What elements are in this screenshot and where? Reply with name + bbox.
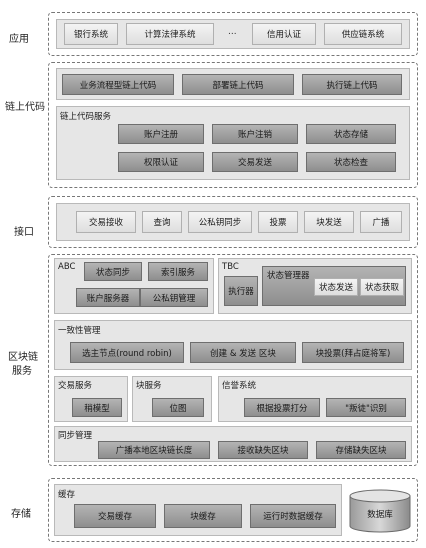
abc-index-service: 索引服务 bbox=[148, 262, 208, 281]
tbc-executor: 执行器 bbox=[224, 276, 258, 306]
interface-key-sync: 公私钥同步 bbox=[188, 211, 252, 233]
service-transaction-send: 交易发送 bbox=[212, 152, 298, 172]
sync-receive-missing: 接收缺失区块 bbox=[218, 441, 308, 459]
app-supply-chain: 供应链系统 bbox=[324, 23, 402, 45]
app-credit-auth: 信用认证 bbox=[252, 23, 316, 45]
blockchain-layer bbox=[48, 254, 418, 466]
database-cylinder: 数据库 bbox=[347, 488, 413, 534]
database-label: 数据库 bbox=[367, 510, 393, 520]
tbc-state-send: 状态发送 bbox=[314, 278, 358, 296]
app-legal-system: 计算法律系统 bbox=[126, 23, 214, 45]
service-state-storage: 状态存储 bbox=[306, 124, 396, 144]
abc-title: ABC bbox=[58, 262, 76, 272]
block-bitmap: 位图 bbox=[152, 398, 204, 417]
abc-account-server: 账户服务器 bbox=[76, 288, 140, 307]
chaincode-execute: 执行链上代码 bbox=[302, 74, 402, 95]
block-service-title: 块服务 bbox=[136, 381, 162, 391]
storage-layer bbox=[48, 478, 418, 542]
consensus-create-send-block: 创建 & 发送 区块 bbox=[190, 342, 296, 363]
app-bank-system: 银行系统 bbox=[64, 23, 118, 45]
layer-label-blockchain-2: 服务 bbox=[12, 366, 32, 377]
tbc-state-fetch: 状态获取 bbox=[360, 278, 404, 296]
transaction-model: 稍模型 bbox=[72, 398, 122, 417]
interface-vote: 投票 bbox=[258, 211, 298, 233]
tbc-state-manager-label: 状态管理器 bbox=[267, 271, 310, 281]
interface-broadcast: 广播 bbox=[360, 211, 402, 233]
layer-label-blockchain-1: 区块链 bbox=[8, 352, 38, 363]
chaincode-service-title: 链上代码服务 bbox=[60, 112, 112, 122]
abc-key-management: 公私钥管理 bbox=[140, 288, 208, 307]
interface-tx-receive: 交易接收 bbox=[76, 211, 136, 233]
consensus-leader-election: 选主节点(round robin) bbox=[70, 342, 184, 363]
layer-label-application: 应用 bbox=[9, 34, 29, 45]
layer-label-interface: 接口 bbox=[14, 227, 34, 238]
interface-block-send: 块发送 bbox=[304, 211, 354, 233]
service-state-check: 状态检查 bbox=[306, 152, 396, 172]
service-account-cancel: 账户注销 bbox=[212, 124, 298, 144]
interface-layer bbox=[48, 196, 418, 248]
tbc-title: TBC bbox=[222, 262, 239, 272]
cache-runtime-data: 运行时数据缓存 bbox=[250, 504, 336, 528]
chaincode-layer bbox=[48, 62, 418, 188]
reputation-title: 信誉系统 bbox=[222, 381, 257, 391]
chaincode-deploy: 部署链上代码 bbox=[182, 74, 294, 95]
layer-label-storage: 存储 bbox=[11, 509, 31, 520]
reputation-vote-score: 根据投票打分 bbox=[244, 398, 320, 417]
transaction-title: 交易服务 bbox=[58, 381, 93, 391]
layer-label-chaincode: 链上代码 bbox=[5, 102, 45, 113]
consensus-title: 一致性管理 bbox=[58, 326, 101, 336]
cache-title: 缓存 bbox=[58, 490, 76, 500]
reputation-traitor-detect: "叛徒"识别 bbox=[326, 398, 406, 417]
cache-block: 块缓存 bbox=[164, 504, 242, 528]
sync-title: 同步管理 bbox=[58, 431, 93, 441]
app-ellipsis: ... bbox=[228, 27, 237, 37]
abc-state-sync: 状态同步 bbox=[84, 262, 142, 281]
cache-transaction: 交易缓存 bbox=[74, 504, 156, 528]
sync-broadcast-length: 广播本地区块链长度 bbox=[98, 441, 210, 459]
application-layer bbox=[48, 12, 418, 56]
interface-query: 查询 bbox=[142, 211, 182, 233]
consensus-block-vote: 块投票(拜占庭将军) bbox=[302, 342, 404, 363]
sync-store-missing: 存储缺失区块 bbox=[316, 441, 406, 459]
database-icon bbox=[349, 489, 411, 533]
service-permission-auth: 权限认证 bbox=[118, 152, 204, 172]
chaincode-business-flow: 业务流程型链上代码 bbox=[62, 74, 174, 95]
service-account-register: 账户注册 bbox=[118, 124, 204, 144]
